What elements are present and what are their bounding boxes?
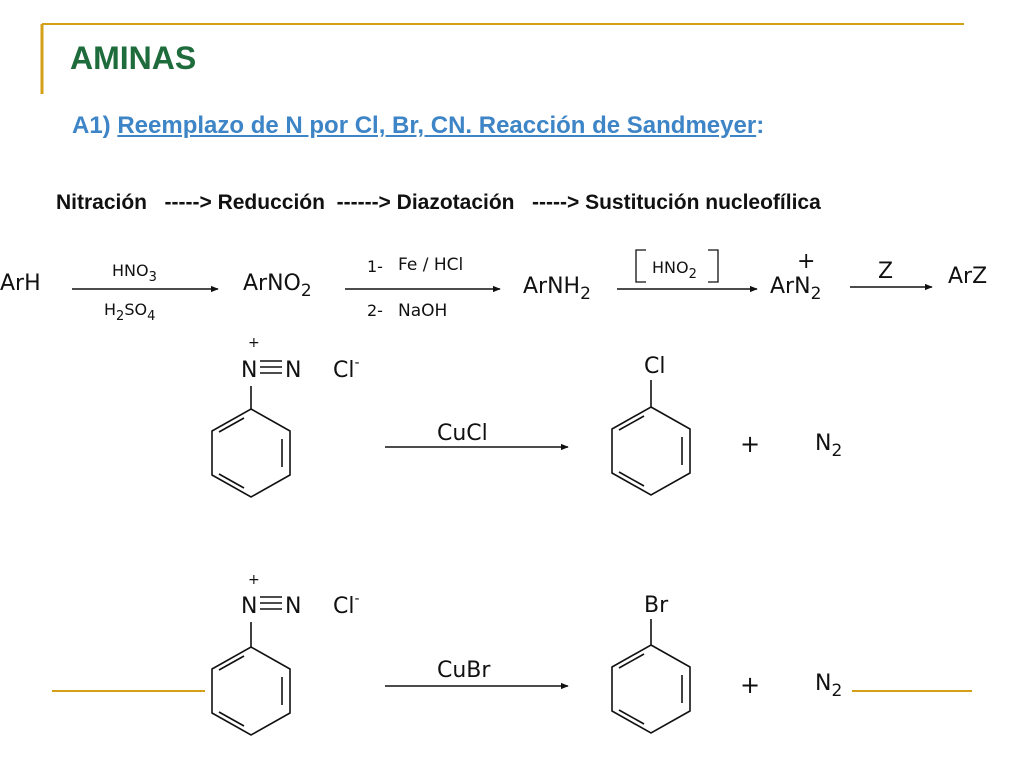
counterion-cl: Cl- [333, 591, 360, 619]
reaction-cucl: + N N Cl- CuCl Cl + N2 [211, 335, 842, 498]
species-arh: ArH [0, 271, 41, 296]
diazonium-n1: N [241, 358, 257, 383]
general-scheme: ArH HNO3 H2SO4 ArNO2 1- Fe / HCl 2- NaOH… [0, 249, 987, 324]
reagent-hno2: HNO2 [652, 258, 697, 282]
reagent-z: Z [878, 259, 893, 284]
product-substituent-cl: Cl [644, 354, 665, 379]
reagent-cucl: CuCl [437, 421, 488, 446]
section-subtitle: A1) Reemplazo de N por Cl, Br, CN. Reacc… [72, 112, 764, 140]
product-substituent-br: Br [644, 593, 669, 618]
benzene-ring-product [611, 644, 691, 734]
benzene-ring-reactant [211, 646, 291, 736]
reaction-sequence: Nitración -----> Reducción ------> Diazo… [56, 191, 821, 214]
species-arnh2: ArNH2 [523, 274, 591, 304]
triple-bond [260, 360, 282, 374]
byproduct-n2: N2 [815, 671, 842, 701]
diazonium-plus: + [248, 572, 260, 588]
plus-sign: + [740, 430, 760, 458]
reagent-naoh: NaOH [398, 301, 447, 321]
diazonium-n2: N [285, 594, 301, 619]
triple-bond [260, 596, 282, 610]
plus-sign: + [740, 671, 760, 699]
reaction-cubr: + N N Cl- CuBr Br + N2 [211, 572, 842, 736]
reagent-cubr: CuBr [437, 658, 491, 683]
reagent-hno3: HNO3 [112, 261, 157, 285]
byproduct-n2: N2 [815, 431, 842, 461]
subtitle-underlined: Reemplazo de N por Cl, Br, CN. Reacción … [117, 112, 757, 139]
reagent-step2-bottom-num: 2- [367, 301, 383, 320]
reagent-h2so4: H2SO4 [104, 300, 155, 324]
reagent-fe-hcl: Fe / HCl [398, 255, 463, 275]
bracket-left [635, 249, 646, 283]
charge-arn2: + [797, 249, 815, 274]
counterion-cl: Cl- [333, 355, 360, 383]
species-arno2: ArNO2 [243, 271, 312, 301]
bracket-right [708, 249, 719, 283]
species-arn2: ArN2 [770, 274, 821, 304]
reagent-step2-top-num: 1- [367, 257, 383, 276]
benzene-ring-reactant [211, 408, 291, 498]
diazonium-n1: N [241, 594, 257, 619]
subtitle-suffix: : [756, 112, 765, 139]
benzene-ring-product [611, 406, 691, 496]
species-arz: ArZ [948, 264, 987, 289]
subtitle-prefix: A1) [72, 112, 118, 139]
page-title: AMINAS [70, 40, 197, 76]
diazonium-n2: N [285, 358, 301, 383]
diazonium-plus: + [248, 335, 260, 351]
